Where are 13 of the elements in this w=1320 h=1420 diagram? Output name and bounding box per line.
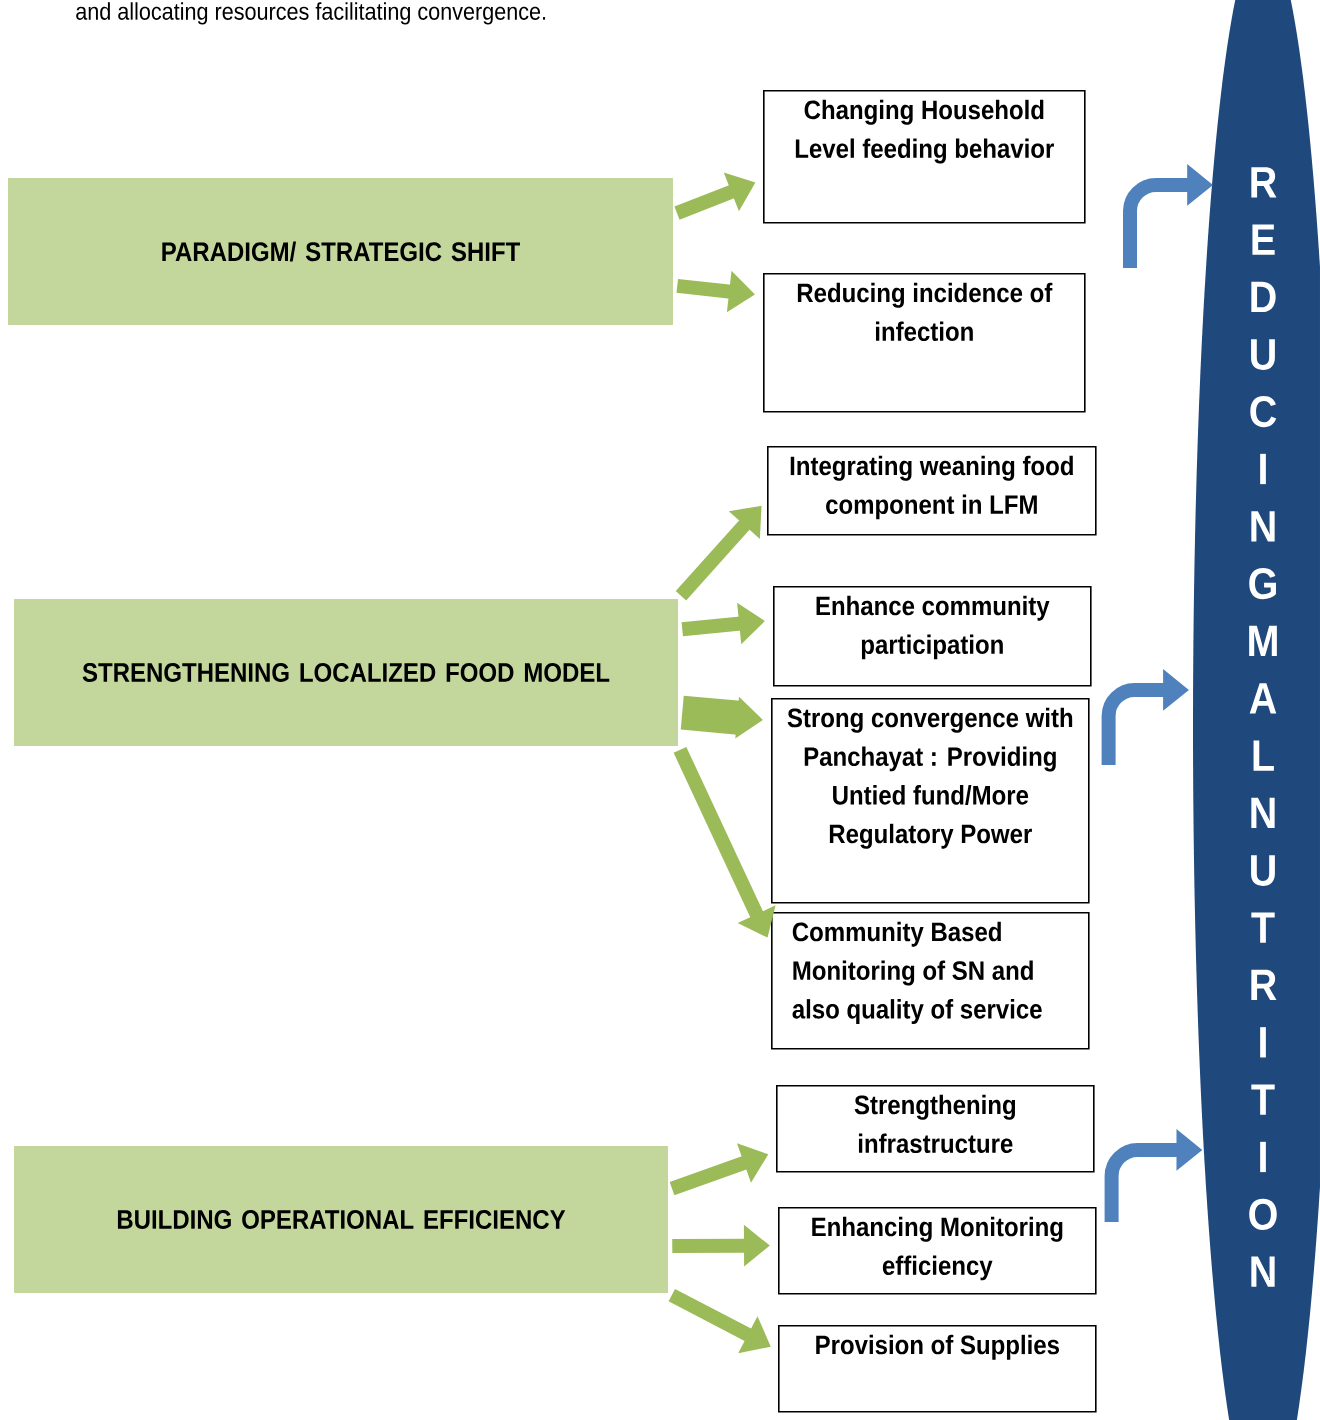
- outcome-box: Reducing incidence of infection: [763, 273, 1086, 413]
- strategy-box: PARADIGM/ STRATEGIC SHIFT: [8, 178, 673, 325]
- outcome-box: Changing Household Level feeding behavior: [763, 90, 1086, 224]
- caption-text: and allocating resources facilitating convergence.: [76, 2, 546, 25]
- strategy-box: STRENGTHENING LOCALIZED FOOD MODEL: [14, 599, 678, 746]
- outcome-box: Strengthening infrastructure: [776, 1085, 1095, 1173]
- outcome-box: Strong convergence with Panchayat : Providing Untied fund/More Regulatory Power: [771, 698, 1090, 904]
- outcome-box: Provision of Supplies: [778, 1325, 1097, 1413]
- outcome-box: Enhance community participation: [773, 586, 1092, 687]
- outcome-box: Integrating weaning food component in LFM: [767, 446, 1097, 536]
- strategy-box: BUILDING OPERATIONAL EFFICIENCY: [14, 1146, 668, 1293]
- outcome-box: Enhancing Monitoring efficiency: [778, 1207, 1097, 1295]
- outcome-box: Community Based Monitoring of SN and also quality of service: [771, 912, 1090, 1050]
